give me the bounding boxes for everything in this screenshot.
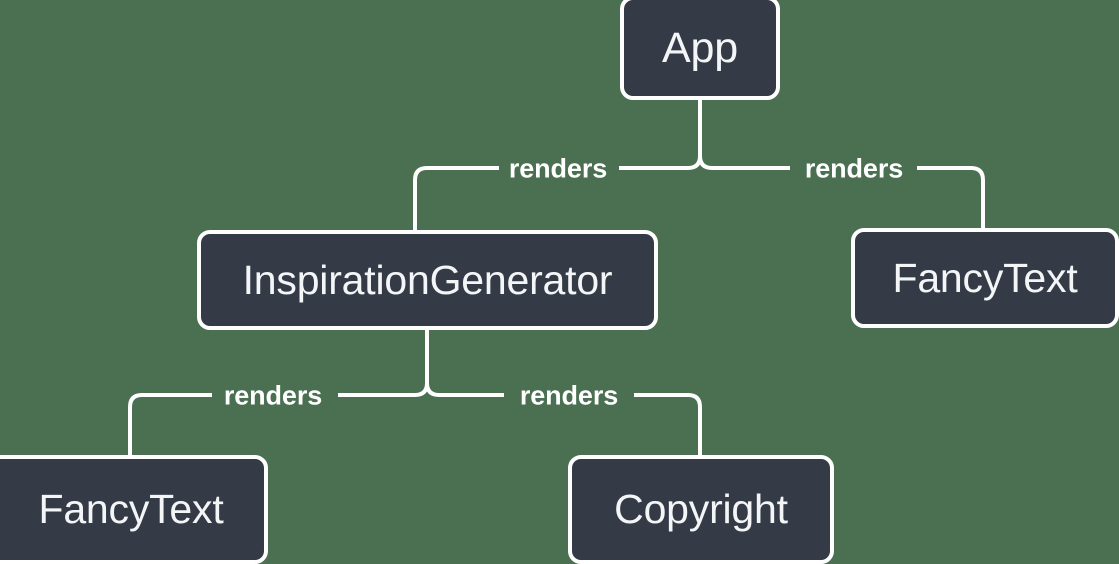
- node-fancytext-right[interactable]: FancyText: [851, 228, 1119, 328]
- edge-ig-junction-left: [338, 382, 429, 397]
- edge-app-junction-right: [698, 155, 790, 170]
- node-copyright-label: Copyright: [614, 486, 788, 532]
- edge-label-app-to-inspiration: renders: [508, 153, 608, 184]
- node-fancytext-left-label: FancyText: [38, 486, 224, 532]
- node-inspiration-generator-label: InspirationGenerator: [242, 256, 613, 303]
- node-fancytext-left[interactable]: FancyText: [0, 455, 268, 564]
- node-app[interactable]: App: [620, 0, 780, 100]
- edge-label-inspiration-to-fancytext: renders: [223, 380, 323, 411]
- edge-app-to-inspiration: [413, 166, 499, 230]
- edge-label-inspiration-to-copyright: renders: [519, 380, 619, 411]
- edge-ig-junction-right: [425, 382, 504, 397]
- edge-app-junction-left: [619, 155, 702, 170]
- node-fancytext-right-label: FancyText: [892, 254, 1078, 301]
- node-inspiration-generator[interactable]: InspirationGenerator: [197, 230, 658, 330]
- edge-label-app-to-fancytext: renders: [804, 153, 904, 184]
- edge-app-to-fancytext: [917, 166, 985, 228]
- edge-ig-to-fancytext: [128, 393, 212, 457]
- edge-ig-to-copyright: [634, 393, 702, 457]
- node-app-label: App: [662, 23, 738, 72]
- node-copyright[interactable]: Copyright: [568, 455, 834, 564]
